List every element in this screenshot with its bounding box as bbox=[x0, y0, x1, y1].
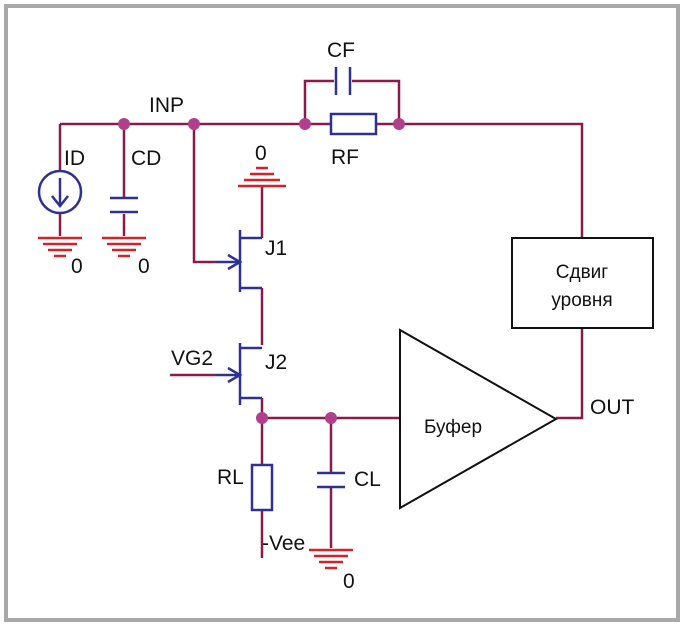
label-cl: CL bbox=[354, 468, 381, 491]
capacitor-cl bbox=[317, 471, 345, 489]
level-shift-block: Сдвиг уровня bbox=[511, 237, 654, 329]
label-inp: INP bbox=[149, 94, 184, 117]
node-rf-right bbox=[393, 118, 405, 130]
level-shift-label-1: Сдвиг bbox=[556, 262, 609, 283]
label-j2: J2 bbox=[265, 351, 287, 374]
buffer-block: Буфер bbox=[399, 328, 559, 510]
node-rf-left bbox=[299, 118, 311, 130]
wires bbox=[58, 79, 584, 558]
grounds bbox=[38, 166, 353, 570]
label-j1: J1 bbox=[265, 237, 287, 260]
wire-out bbox=[556, 328, 584, 420]
label-gnd-top: 0 bbox=[255, 142, 267, 165]
node-cl bbox=[325, 412, 337, 424]
ground-symbol-cd bbox=[102, 236, 146, 258]
labels: INP ID CD CF RF 0 0 0 0 J1 J2 VG2 RL -Ve… bbox=[64, 39, 635, 593]
current-source-id bbox=[37, 169, 83, 215]
resistor-rl bbox=[250, 463, 274, 512]
components bbox=[37, 67, 378, 512]
ground-symbol-j1 bbox=[238, 166, 286, 188]
label-rl: RL bbox=[217, 466, 244, 489]
label-out: OUT bbox=[590, 396, 635, 419]
label-cd: CD bbox=[131, 147, 161, 170]
ground-symbol-cl bbox=[309, 548, 353, 570]
label-id: ID bbox=[64, 147, 85, 170]
label-gnd-cd: 0 bbox=[138, 255, 150, 278]
node-source bbox=[256, 412, 268, 424]
wire-feedback-out bbox=[376, 122, 584, 238]
wire-j1-gate bbox=[192, 124, 216, 264]
label-cf: CF bbox=[327, 39, 355, 62]
wire-cf-right bbox=[352, 79, 401, 124]
capacitor-cf bbox=[334, 67, 352, 95]
label-vee: -Vee bbox=[262, 532, 305, 555]
label-gnd-id: 0 bbox=[71, 255, 83, 278]
node-inp bbox=[188, 118, 200, 130]
capacitor-cd bbox=[110, 196, 138, 214]
level-shift-label-2: уровня bbox=[551, 290, 612, 311]
ground-symbol-id bbox=[38, 236, 82, 258]
wire-cf-left bbox=[303, 79, 334, 124]
label-rf: RF bbox=[331, 146, 359, 169]
buffer-label: Буфер bbox=[424, 417, 482, 438]
jfet-j1 bbox=[216, 230, 262, 292]
label-gnd-cl: 0 bbox=[343, 570, 355, 593]
resistor-rf bbox=[329, 112, 378, 136]
jfet-j2 bbox=[216, 343, 262, 405]
label-vg2: VG2 bbox=[171, 347, 213, 370]
node-cd bbox=[118, 118, 130, 130]
junction-nodes bbox=[118, 118, 405, 424]
